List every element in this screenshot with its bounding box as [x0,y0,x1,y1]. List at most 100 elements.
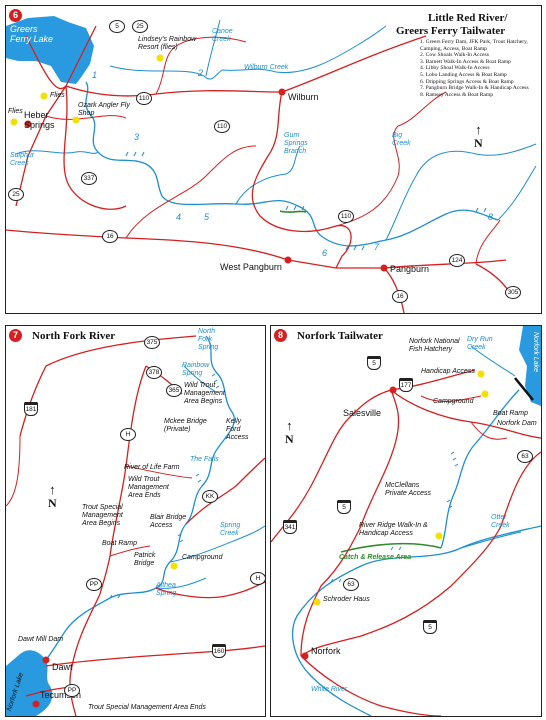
town-dot-tecumseh [32,700,40,708]
label-campground: Campground [433,398,474,405]
route-shield-124: 124 [449,254,465,267]
road-hwy-16 [6,229,507,269]
label-trout-special-ends: Trout Special Management Area Ends [88,704,206,711]
legend-item-7: 7. Pangburn Bridge Walk-In & Handicap Ac… [420,85,529,92]
route-shield-h: H [120,428,136,441]
label-dry-run-creek: Dry Run Creek [467,336,493,351]
road-H [99,365,147,595]
label-wilburn: Wilburn [288,92,319,102]
road-local [6,435,193,557]
town-dot-wilburn [278,88,286,96]
map-panel-little-red-river: 6 Little Red River/ Greers Ferry Tailwat… [5,5,542,314]
north-arrow: ↑N [285,419,294,447]
map-title: Norfork Tailwater [297,330,383,342]
label-lindseys: Lindsey's Rainbow Resort (flies) [138,36,197,51]
label-handicap-access: Handicap Access [421,368,475,375]
legend-item-5: 5. Lobo Landing Access & Boat Ramp [420,71,507,78]
legend-item-1: 1. Greers Ferry Dam, JFK Park, Trout Hat… [420,39,528,52]
map-title: North Fork River [32,330,116,342]
creek-canoe [109,65,223,80]
label-river-ridge: River Ridge Walk-In & Handicap Access [359,522,428,537]
route-shield-h: H [250,572,265,585]
town-dot-heber-springs [24,120,32,128]
route-shield-pp: PP [64,684,80,697]
label-flies-1: Flies [50,92,65,99]
road-160 [45,645,265,667]
marker-flies-2 [10,118,18,126]
label-north-fork-spring: North Fork Spring [198,328,219,351]
us-shield-160: 160 [212,644,226,658]
label-wild-trout-begins: Wild Trout Management Area Begins [184,382,225,405]
label-wilburn-creek: Wilburn Creek [244,64,289,71]
map-title-line-1: Little Red River/ [428,12,508,24]
catch-release-area [340,542,442,553]
legend-item-8: 8. Ramsey Access & Boat Ramp [420,91,494,98]
label-patrick-bridge: Patrick Bridge [134,552,156,567]
creek-sulphur [15,150,99,155]
town-dot-salesville [389,386,397,394]
label-rainbow-spring: Rainbow Spring [182,362,210,377]
road-5-south [300,655,442,716]
route-shield-5: 5 [109,20,125,33]
access-number-8: 8 [488,212,494,222]
road-local-2 [125,145,257,239]
label-white-river: White River [311,686,348,693]
route-shield-63: 63 [343,578,359,591]
map-badge: 6 [9,9,22,22]
route-shield-378: 378 [146,366,162,379]
creek-rainbow [183,365,217,393]
label-norfork-dam: Norfork Dam [497,420,537,427]
route-shield-kk: KK [202,490,218,503]
map-legend: 1. Greers Ferry Dam, JFK Park, Trout Hat… [420,39,541,98]
label-dawt: Dawt [52,662,73,672]
us-shield-5: 5 [423,620,437,634]
creek-otter [460,531,522,549]
label-lake: Greers Ferry Lake [10,24,54,44]
map-graphics-panel-3 [271,326,541,716]
label-boat-ramp: Boat Ramp [102,540,138,547]
label-dawt-mill-dam: Dawt Mill Dam [18,636,64,643]
north-arrow: ↑N [474,123,483,151]
legend-item-2: 2. Cow Shoals Walk-In Access [420,52,489,59]
route-shield-25: 25 [8,188,24,201]
label-mckee-bridge: Mckee Bridge (Private) [164,418,207,433]
road-5-east [390,389,541,439]
label-ozark-angler: Ozark Angler Fly Shop [78,102,130,117]
label-otter-creek: Otter Creek [491,514,510,529]
road-hwy-110 [65,85,283,97]
north-label: N [48,496,57,510]
creek-big [385,143,537,241]
label-tecumseh: Tecumseh [40,690,82,700]
road-KK [185,457,265,525]
road-H2 [155,581,265,599]
marker-schroder-haus [313,598,321,606]
label-trout-special-begins: Trout Special Management Area Begins [82,504,123,527]
map-panel-north-fork-river: 7 North Fork River ↑N North Fork Spring … [5,325,266,717]
route-shield-110: 110 [214,120,230,133]
label-salesville: Salesville [343,408,382,418]
label-big-creek: Big Creek [392,132,411,147]
marker-river-ridge [435,532,443,540]
creek-canoe-upper [205,19,221,77]
river-little-red [85,81,499,247]
label-spring-creek: Spring Creek [220,522,241,537]
access-number-2: 2 [198,68,204,78]
creek-wilburn [221,25,387,74]
us-shield-5: 5 [367,356,381,370]
label-schroder-haus: Schroder Haus [323,596,370,603]
creek-gum-springs [235,145,301,205]
route-shield-110: 110 [338,210,354,223]
creek-dry-run [470,345,516,377]
label-west-pangburn: West Pangburn [220,262,282,272]
label-althea-spring: Althea Spring [156,582,177,597]
route-shield-16: 16 [392,290,408,303]
map-graphics-panel-1 [6,16,537,313]
access-number-4: 4 [176,212,182,222]
route-shield-305: 305 [505,286,521,299]
lake-greers-ferry [6,16,94,84]
road-local [420,395,508,440]
label-campground: Campground [182,554,223,561]
route-shield-365: 365 [166,384,182,397]
label-gum-springs: Gum Springs Branch [284,132,308,155]
town-dot-west-pangburn [284,256,292,264]
